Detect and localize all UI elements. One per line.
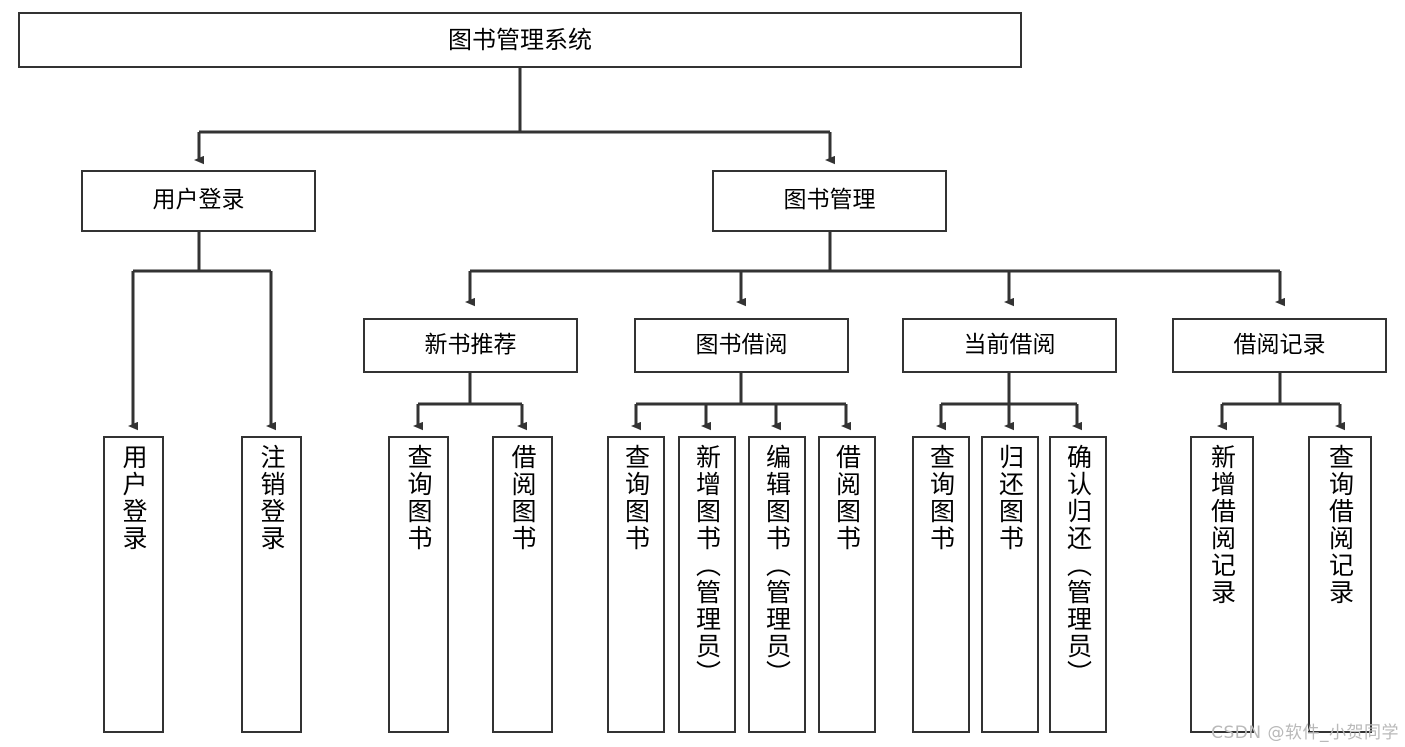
csdn-watermark: CSDN @软件_小贺同学 — [1211, 723, 1399, 743]
node-leaf-borrow-book-2-label: 借阅图书 — [832, 444, 862, 552]
node-leaf-borrow-book-1-label: 借阅图书 — [508, 444, 537, 552]
node-leaf-edit-book-label: 编辑图书（管理员） — [762, 444, 792, 687]
node-leaf-query-book-2-label: 查询图书 — [621, 444, 651, 552]
node-current-borrow[interactable]: 当前借阅 — [902, 318, 1117, 373]
node-user-login[interactable]: 用户登录 — [81, 170, 316, 232]
node-leaf-add-record-label: 新增借阅记录 — [1207, 444, 1237, 606]
node-current-borrow-label: 当前借阅 — [963, 331, 1056, 358]
node-leaf-add-book[interactable]: 新增图书（管理员） — [678, 436, 736, 733]
node-leaf-return-book-label: 归还图书 — [995, 444, 1025, 552]
node-leaf-return-book[interactable]: 归还图书 — [981, 436, 1039, 733]
node-leaf-user-login-label: 用户登录 — [119, 444, 148, 552]
node-root[interactable]: 图书管理系统 — [18, 12, 1022, 68]
node-borrow-record[interactable]: 借阅记录 — [1172, 318, 1387, 373]
node-leaf-query-book-3-label: 查询图书 — [926, 444, 956, 552]
node-leaf-add-record[interactable]: 新增借阅记录 — [1190, 436, 1254, 733]
node-leaf-query-book-1-label: 查询图书 — [404, 444, 433, 552]
node-leaf-query-book-1[interactable]: 查询图书 — [388, 436, 449, 733]
node-user-login-label: 用户登录 — [152, 187, 245, 214]
node-leaf-borrow-book-1[interactable]: 借阅图书 — [492, 436, 553, 733]
node-leaf-add-book-label: 新增图书（管理员） — [692, 444, 722, 687]
node-book-borrow[interactable]: 图书借阅 — [634, 318, 849, 373]
node-new-book-recommend[interactable]: 新书推荐 — [363, 318, 578, 373]
node-new-book-recommend-label: 新书推荐 — [424, 331, 517, 358]
node-leaf-logout-login[interactable]: 注销登录 — [241, 436, 302, 733]
node-leaf-query-record[interactable]: 查询借阅记录 — [1308, 436, 1372, 733]
node-leaf-user-login[interactable]: 用户登录 — [103, 436, 164, 733]
node-leaf-confirm-return[interactable]: 确认归还（管理员） — [1049, 436, 1107, 733]
node-leaf-logout-login-label: 注销登录 — [257, 444, 286, 552]
node-borrow-record-label: 借阅记录 — [1233, 331, 1326, 358]
node-book-borrow-label: 图书借阅 — [695, 331, 788, 358]
node-book-management-label: 图书管理 — [783, 187, 876, 214]
node-leaf-query-book-2[interactable]: 查询图书 — [607, 436, 665, 733]
node-leaf-query-book-3[interactable]: 查询图书 — [912, 436, 970, 733]
node-book-management[interactable]: 图书管理 — [712, 170, 947, 232]
node-root-label: 图书管理系统 — [448, 25, 592, 54]
node-leaf-edit-book[interactable]: 编辑图书（管理员） — [748, 436, 806, 733]
node-leaf-query-record-label: 查询借阅记录 — [1325, 444, 1355, 606]
node-leaf-borrow-book-2[interactable]: 借阅图书 — [818, 436, 876, 733]
node-leaf-confirm-return-label: 确认归还（管理员） — [1063, 444, 1093, 687]
